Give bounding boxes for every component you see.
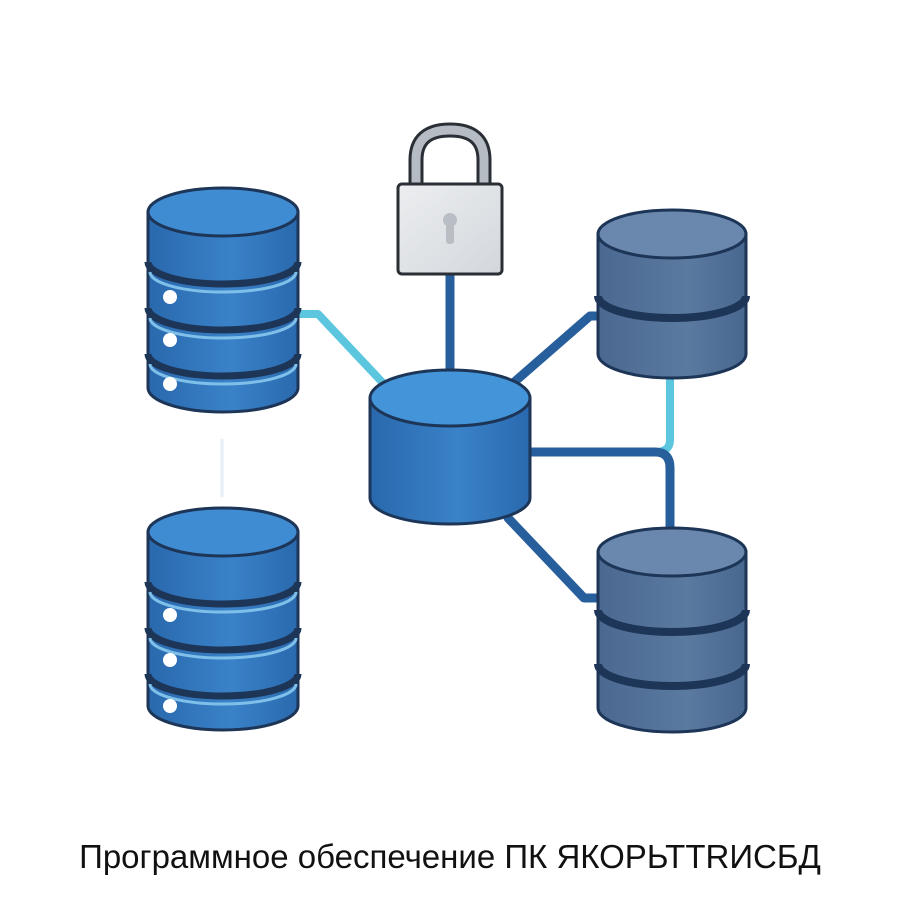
caption: Программное обеспечение ПК ЯКОРЬТТRИСБД bbox=[79, 838, 821, 875]
connectors bbox=[220, 269, 675, 603]
status-light bbox=[163, 653, 177, 667]
link-server1-to-hub bbox=[296, 310, 386, 386]
link-hub-to-db-bottom-vertical bbox=[525, 447, 675, 545]
link-hub-to-db-top bbox=[507, 311, 611, 389]
link-hub-to-db-bottom bbox=[503, 513, 607, 603]
central-hub-database bbox=[368, 368, 532, 526]
status-light bbox=[163, 333, 177, 347]
database-top-right bbox=[594, 208, 750, 380]
status-light bbox=[163, 608, 177, 622]
database-server-top-left bbox=[144, 186, 302, 414]
link-hub-to-db-right bbox=[526, 376, 674, 456]
status-light bbox=[163, 290, 177, 304]
status-light bbox=[163, 377, 177, 391]
database-server-bottom-left bbox=[144, 506, 302, 732]
database-bottom-right bbox=[594, 526, 750, 734]
status-light bbox=[163, 699, 177, 713]
padlock-icon bbox=[396, 122, 504, 276]
